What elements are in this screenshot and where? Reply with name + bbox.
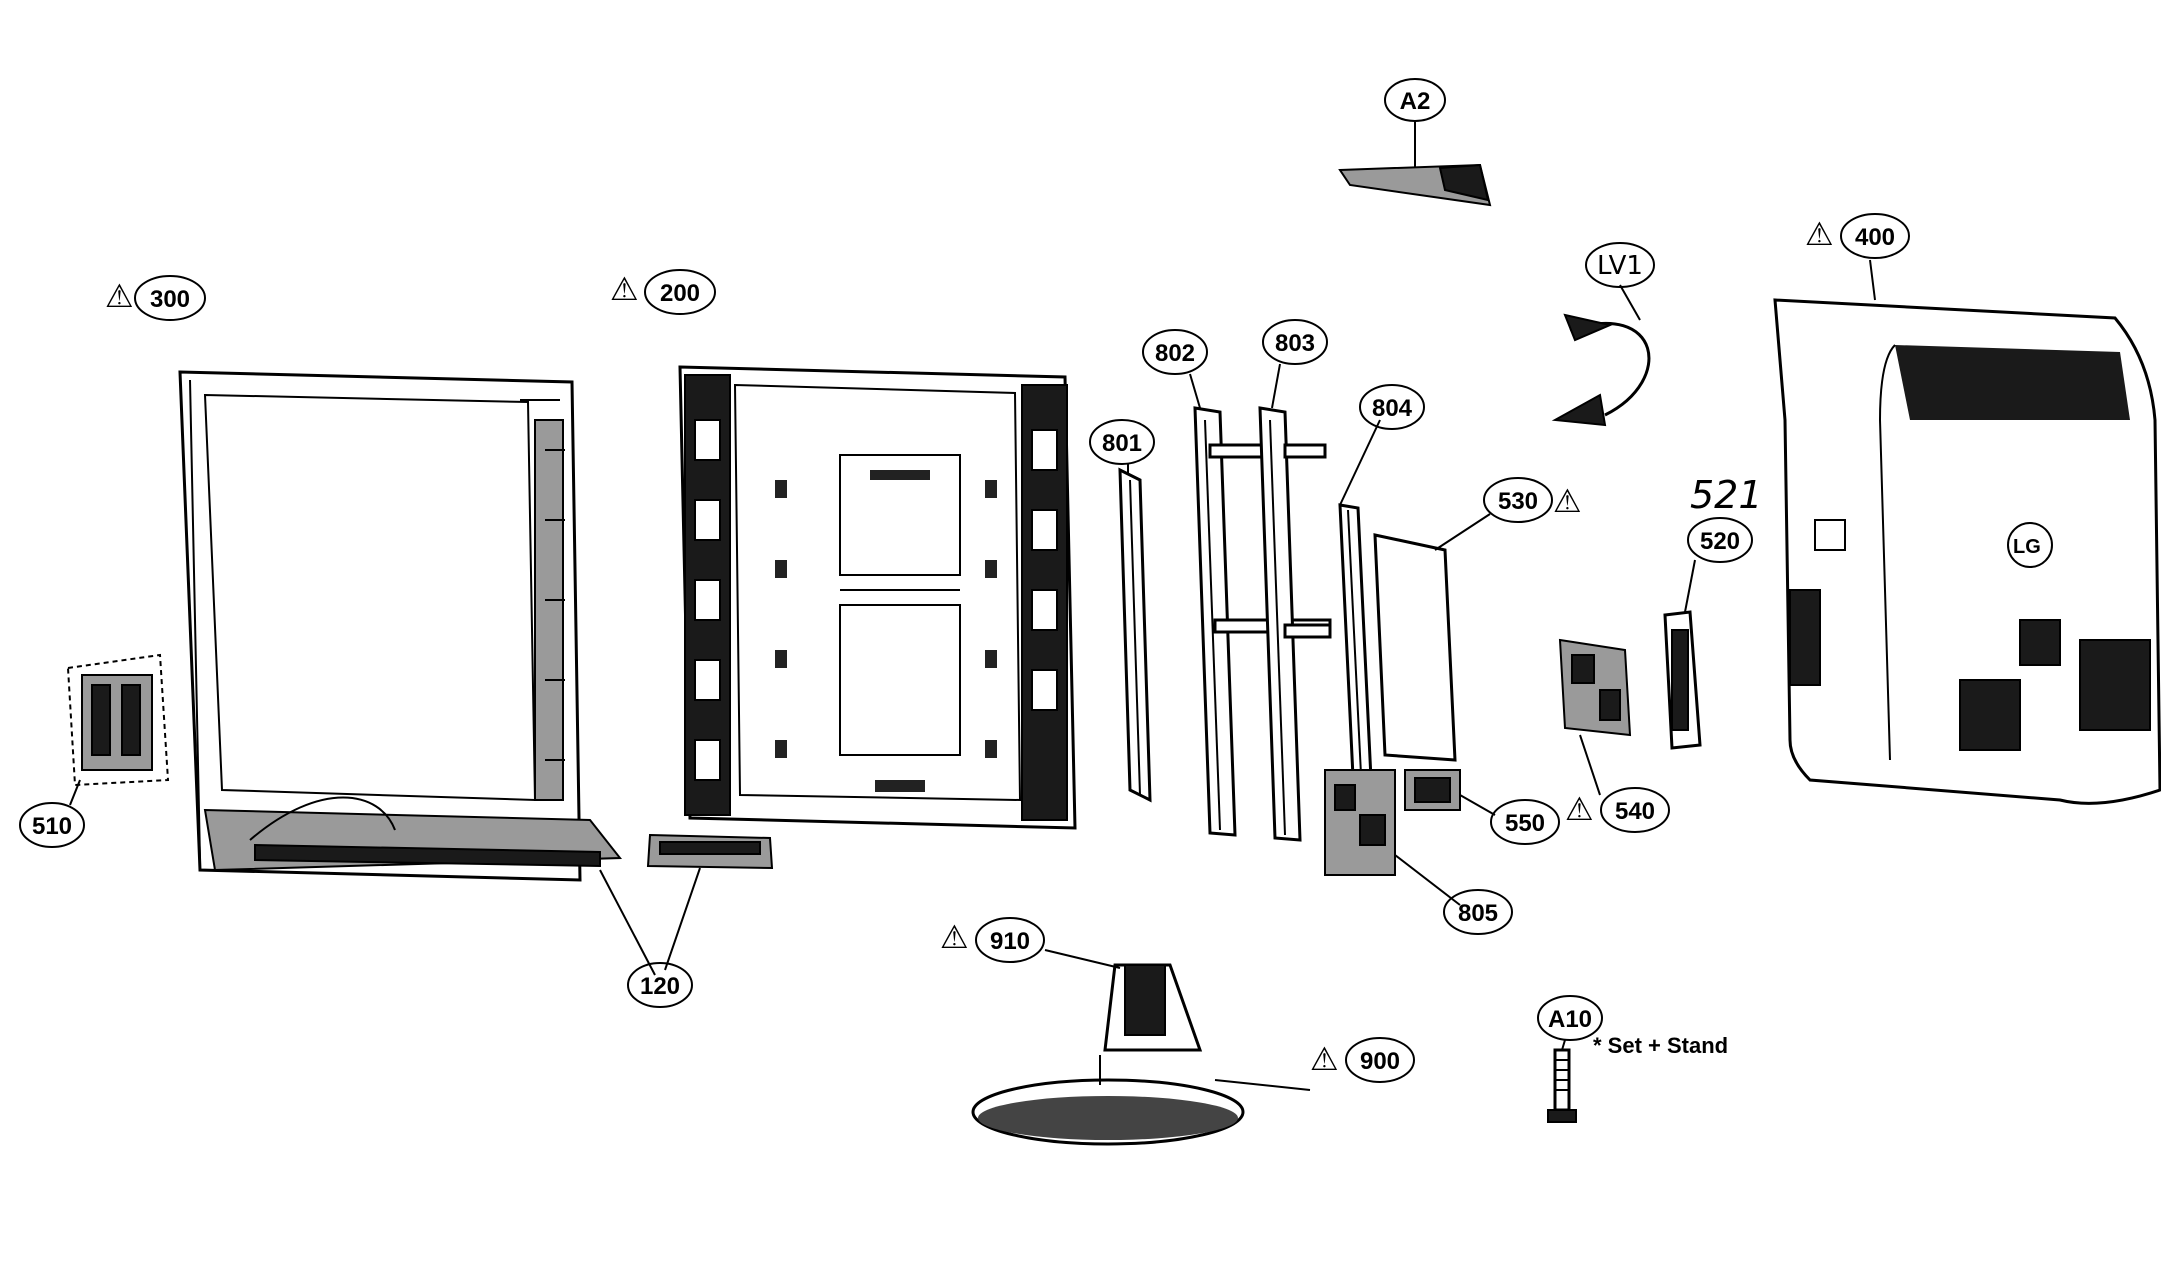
part-530-shield [1373,533,1457,762]
callout-520: 520 [1687,517,1753,563]
svg-text:550: 550 [1505,810,1545,837]
part-900-stand-base [971,1055,1311,1146]
svg-text:200: 200 [660,280,700,307]
callout-801: 801 [1089,419,1155,475]
svg-text:⚠: ⚠ [1565,790,1594,828]
part-A2-cover [1338,120,1492,207]
part-805-board [1324,769,1461,906]
callout-804: 804 [1359,384,1425,430]
callout-803: 803 [1262,319,1328,409]
part-910-stand-neck [1044,949,1203,1052]
callout-510: 510 [19,802,85,848]
svg-text:⚠: ⚠ [1553,482,1582,520]
svg-text:520: 520 [1700,528,1740,555]
callout-521-handwritten: 521 [1690,473,1763,517]
part-120-buttons [599,833,774,976]
svg-text:A2: A2 [1400,88,1431,115]
svg-text:805: 805 [1458,900,1498,927]
svg-text:802: 802 [1155,340,1195,367]
svg-text:⚠: ⚠ [940,918,969,956]
callout-900: ⚠ 900 [1310,1037,1415,1083]
svg-text:⚠: ⚠ [105,277,134,315]
svg-text:900: 900 [1360,1048,1400,1075]
part-520-terminal [1663,559,1702,750]
callout-A10: A10 * Set + Stand [1537,995,1728,1058]
svg-text:* Set + Stand: * Set + Stand [1593,1033,1728,1058]
callout-120: 120 [627,962,693,1008]
svg-text:510: 510 [32,813,72,840]
svg-text:120: 120 [640,973,680,1000]
svg-text:521: 521 [1690,473,1763,517]
callout-550: 550 [1490,799,1560,845]
callout-A2: A2 [1384,78,1446,122]
part-550-connector [1404,769,1496,816]
svg-text:540: 540 [1615,798,1655,825]
part-300-front-bezel [178,370,623,882]
svg-text:LG: LG [2013,536,2041,558]
svg-text:804: 804 [1372,395,1413,422]
callout-802: 802 [1142,329,1208,409]
part-801-bracket [1118,467,1152,803]
part-LV1-cable [1551,284,1651,427]
callout-400: ⚠ 400 [1805,213,1910,259]
callout-200: ⚠ 200 [610,269,716,315]
callout-300: ⚠ 300 [105,275,206,321]
svg-text:⚠: ⚠ [1310,1040,1339,1078]
part-540-board [1558,638,1632,796]
part-803-bracket [1258,406,1332,842]
part-A10-screw [1547,1048,1577,1123]
callout-805: 805 [1443,889,1513,935]
part-804-bracket [1338,419,1381,802]
callout-910: ⚠ 910 [940,917,1045,963]
svg-text:⚠: ⚠ [1805,215,1834,253]
callout-540: ⚠ 540 [1565,787,1670,833]
svg-text:A10: A10 [1548,1006,1592,1033]
callout-530: 530 ⚠ [1434,477,1582,551]
svg-text:803: 803 [1275,330,1315,357]
svg-text:801: 801 [1102,430,1142,457]
svg-text:530: 530 [1498,488,1538,515]
svg-text:⚠: ⚠ [610,270,639,308]
svg-text:LV1: LV1 [1597,251,1643,281]
svg-text:300: 300 [150,286,190,313]
part-400-back-cover: LG [1773,259,2161,805]
part-510-side-board [66,653,170,806]
callout-LV1: LV1 [1585,242,1655,288]
svg-text:910: 910 [990,928,1030,955]
part-200-rear-frame [678,365,1077,830]
svg-text:400: 400 [1855,224,1895,251]
